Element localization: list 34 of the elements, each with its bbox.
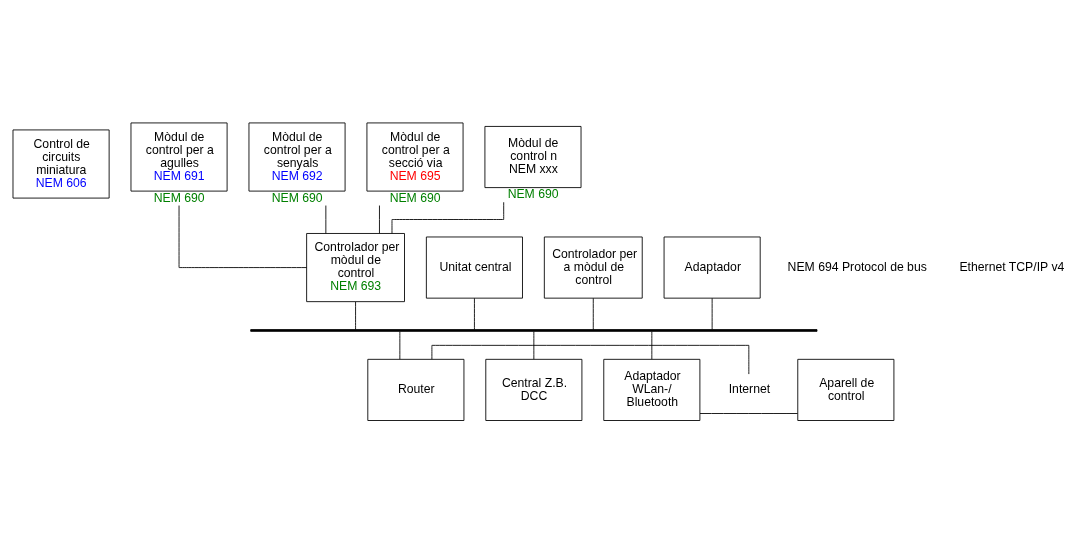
node-box: Control de circuits miniatura NEM 606 bbox=[12, 129, 110, 199]
connector bbox=[431, 344, 750, 374]
node-box: Adaptador bbox=[663, 236, 761, 299]
node-label: NEM 690 bbox=[153, 190, 205, 205]
label: Ethernet TCP/IP v4 bbox=[959, 259, 1065, 274]
node-label: NEM 690 bbox=[271, 190, 323, 205]
node-box: Adaptador WLan-/ Bluetooth bbox=[603, 358, 701, 421]
connector bbox=[325, 204, 327, 234]
node-bar bbox=[250, 328, 818, 332]
node-box: Controlador per mòdul de control NEM 693 bbox=[306, 232, 405, 302]
connector bbox=[474, 297, 475, 330]
node-box: Mòdul de control per a agulles NEM 691 bbox=[130, 122, 228, 192]
connector bbox=[592, 297, 594, 330]
label: NEM 694 Protocol de bus bbox=[787, 259, 927, 274]
connector bbox=[178, 204, 308, 268]
node-text: Internet bbox=[728, 381, 771, 396]
node-box: Mòdul de control per a senyals NEM 692 bbox=[248, 122, 346, 192]
connector bbox=[533, 330, 535, 360]
node-box: Unitat central bbox=[425, 236, 523, 299]
connector bbox=[355, 301, 356, 330]
node-box: Controlador per a mòdul de control bbox=[543, 236, 643, 299]
connector bbox=[699, 412, 798, 414]
connector bbox=[651, 330, 653, 360]
connector bbox=[391, 201, 505, 234]
node-label: NEM 690 bbox=[389, 190, 441, 205]
node-box: Mòdul de control per a secció via NEM 695 bbox=[366, 122, 464, 192]
connector bbox=[711, 297, 713, 330]
node-box: Mòdul de control n NEM xxx bbox=[484, 125, 582, 188]
node-box: Router bbox=[367, 358, 465, 421]
connector bbox=[379, 204, 380, 234]
node-box: Central Z.B. DCC bbox=[485, 358, 583, 421]
node-box: Aparell de control bbox=[797, 358, 895, 421]
node-label: NEM 690 bbox=[507, 186, 559, 201]
connector bbox=[399, 330, 401, 360]
